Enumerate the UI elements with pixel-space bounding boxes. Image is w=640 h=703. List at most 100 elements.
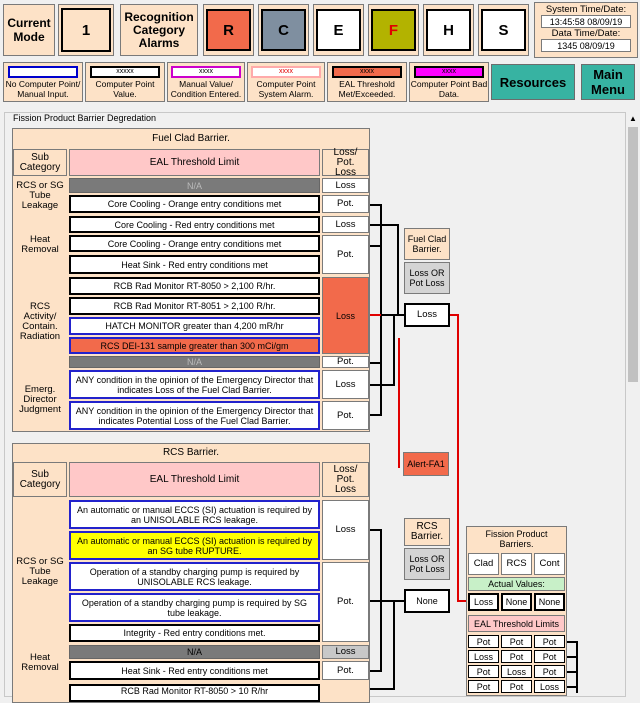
legend-swatch: xxxx <box>414 66 484 78</box>
alarm-c[interactable]: C <box>258 4 309 56</box>
pot-label: Pot. <box>322 235 369 274</box>
alarm-c-letter: C <box>261 9 306 51</box>
actual-values-label: Actual Values: <box>468 577 565 591</box>
scrollbar-thumb[interactable] <box>628 127 638 382</box>
actual-clad: Loss <box>468 593 499 611</box>
pot-label: Pot. <box>322 562 369 642</box>
alert-fa1[interactable]: Alert-FA1 <box>403 452 449 476</box>
alarm-s-letter: S <box>481 9 526 51</box>
loss-label: Loss <box>322 216 369 233</box>
fpb-header-rcs: RCS <box>501 553 532 575</box>
resources-button[interactable]: Resources <box>491 64 575 100</box>
category-ed-judgment: Emerg. Director Judgment <box>19 384 61 415</box>
system-time-value: 13:45:58 08/09/19 <box>541 15 631 28</box>
eal-threshold-limits-label: EAL Threshold Limits <box>468 615 565 632</box>
legend-label: Manual Value/ Condition Entered. <box>170 79 242 99</box>
rcs-summary-title: RCS Barrier. <box>404 518 450 546</box>
time-panel: System Time/Date: 13:45:58 08/09/19 Data… <box>534 2 638 58</box>
alarm-h[interactable]: H <box>423 4 474 56</box>
loss-header: Loss/ Pot. Loss <box>322 462 369 497</box>
actual-rcs: None <box>501 593 532 611</box>
pot-label: Pot. <box>322 401 369 430</box>
ed-loss-condition[interactable]: ANY condition in the opinion of the Emer… <box>69 370 320 399</box>
pot-label: Pot. <box>322 356 369 368</box>
legend-label: Computer Point System Alarm. <box>256 79 316 99</box>
ed-pot-loss-condition[interactable]: ANY condition in the opinion of the Emer… <box>69 401 320 430</box>
alarm-f[interactable]: F <box>368 4 419 56</box>
eal-threshold-header: EAL Threshold Limit <box>69 462 320 497</box>
loss-label-exceeded: Loss <box>322 277 369 354</box>
alarm-r[interactable]: R <box>203 4 254 56</box>
eccs-unisolable[interactable]: An automatic or manual ECCS (SI) actuati… <box>69 500 320 529</box>
limit-cell: Pot <box>501 680 532 693</box>
limit-cell: Pot <box>534 635 565 648</box>
rcs-barrier-title: RCS Barrier. <box>162 446 220 458</box>
limit-cell: Pot <box>468 665 499 678</box>
legend-label: EAL Threshold Met/Exceeded. <box>338 79 396 99</box>
legend-manual-value: xxxx Manual Value/ Condition Entered. <box>167 62 245 102</box>
alarm-h-letter: H <box>426 9 471 51</box>
hatch-monitor[interactable]: HATCH MONITOR greater than 4,200 mR/hr <box>69 317 320 335</box>
limit-cell: Loss <box>501 665 532 678</box>
heat-sink-red[interactable]: Heat Sink - Red entry conditions met <box>69 661 320 680</box>
charging-pump-unisolable[interactable]: Operation of a standby charging pump is … <box>69 562 320 591</box>
limit-cell: Pot <box>501 635 532 648</box>
data-time-label: Data Time/Date: <box>551 28 621 39</box>
legend-swatch: xxxx <box>251 66 321 78</box>
current-mode-value[interactable]: 1 <box>58 4 114 56</box>
eccs-sg-rupture[interactable]: An automatic or manual ECCS (SI) actuati… <box>69 531 320 560</box>
category-heat-removal: Heat Removal <box>21 234 59 255</box>
fuel-clad-status-label: Loss OR Pot Loss <box>404 262 450 294</box>
system-time-label: System Time/Date: <box>545 4 627 15</box>
legend-computer-point-value: xxxxx Computer Point Value. <box>85 62 165 102</box>
charging-pump-sg[interactable]: Operation of a standby charging pump is … <box>69 593 320 622</box>
rcb-rad-monitor-partial[interactable]: RCB Rad Monitor RT-8050 > 10 R/hr <box>69 684 320 702</box>
mode-value: 1 <box>61 8 111 52</box>
core-cooling-orange[interactable]: Core Cooling - Orange entry conditions m… <box>69 195 320 213</box>
sub-category-header: Sub Category <box>13 462 67 497</box>
category-tube-leakage: RCS or SG Tube Leakage <box>16 555 64 587</box>
loss-label: Loss <box>322 178 369 193</box>
legend-no-computer-point: No Computer Point/ Manual Input. <box>3 62 83 102</box>
category-heat-removal: Heat Removal <box>21 651 59 673</box>
scroll-up-icon[interactable]: ▲ <box>629 114 637 123</box>
heat-sink-red[interactable]: Heat Sink - Red entry conditions met <box>69 255 320 274</box>
sub-category-header: Sub Category <box>13 149 67 176</box>
legend-eal-threshold: xxxx EAL Threshold Met/Exceeded. <box>327 62 407 102</box>
core-cooling-orange-2[interactable]: Core Cooling - Orange entry conditions m… <box>69 235 320 252</box>
pot-label: Pot. <box>322 661 369 680</box>
alarm-s[interactable]: S <box>478 4 529 56</box>
recognition-category-alarms-label: Recognition Category Alarms <box>120 4 198 56</box>
rcb-rad-monitor-8051[interactable]: RCB Rad Monitor RT-8051 > 2,100 R/hr. <box>69 297 320 315</box>
main-menu-button[interactable]: Main Menu <box>581 64 635 100</box>
loss-label: Loss <box>322 370 369 399</box>
integrity-red[interactable]: Integrity - Red entry conditions met. <box>69 624 320 642</box>
rcs-dei-131-sample[interactable]: RCS DEI-131 sample greater than 300 mCi/… <box>69 337 320 354</box>
limit-cell: Pot <box>534 650 565 663</box>
limit-cell: Pot <box>468 680 499 693</box>
fpb-title: Fission Product Barriers. <box>485 529 548 549</box>
panel-title: Fission Product Barrier Degredation <box>11 113 159 123</box>
alarm-e-letter: E <box>316 9 361 51</box>
legend-label: No Computer Point/ Manual Input. <box>5 79 81 99</box>
fuel-clad-title: Fuel Clad Barrier. <box>152 132 230 144</box>
rcs-status-label: Loss OR Pot Loss <box>404 548 450 580</box>
fpb-header-clad: Clad <box>468 553 499 575</box>
legend-swatch: xxxx <box>171 66 241 78</box>
limit-cell: Pot <box>468 635 499 648</box>
fpb-header-cont: Cont <box>534 553 565 575</box>
legend-swatch: xxxx <box>332 66 402 78</box>
legend-swatch <box>8 66 78 78</box>
limit-cell: Loss <box>468 650 499 663</box>
current-mode-label: Current Mode <box>3 4 55 56</box>
fuel-clad-summary-title: Fuel Clad Barrier. <box>404 228 450 260</box>
legend-label: Computer Point Value. <box>95 79 155 99</box>
na-row: N/A <box>69 178 320 193</box>
limit-cell: Pot <box>534 665 565 678</box>
eal-threshold-header: EAL Threshold Limit <box>69 149 320 176</box>
rcb-rad-monitor-8050[interactable]: RCB Rad Monitor RT-8050 > 2,100 R/hr. <box>69 277 320 295</box>
alarm-f-letter: F <box>371 9 416 51</box>
alarm-e[interactable]: E <box>313 4 364 56</box>
core-cooling-red[interactable]: Core Cooling - Red entry conditions met <box>69 216 320 233</box>
loss-label: Loss <box>322 645 369 659</box>
